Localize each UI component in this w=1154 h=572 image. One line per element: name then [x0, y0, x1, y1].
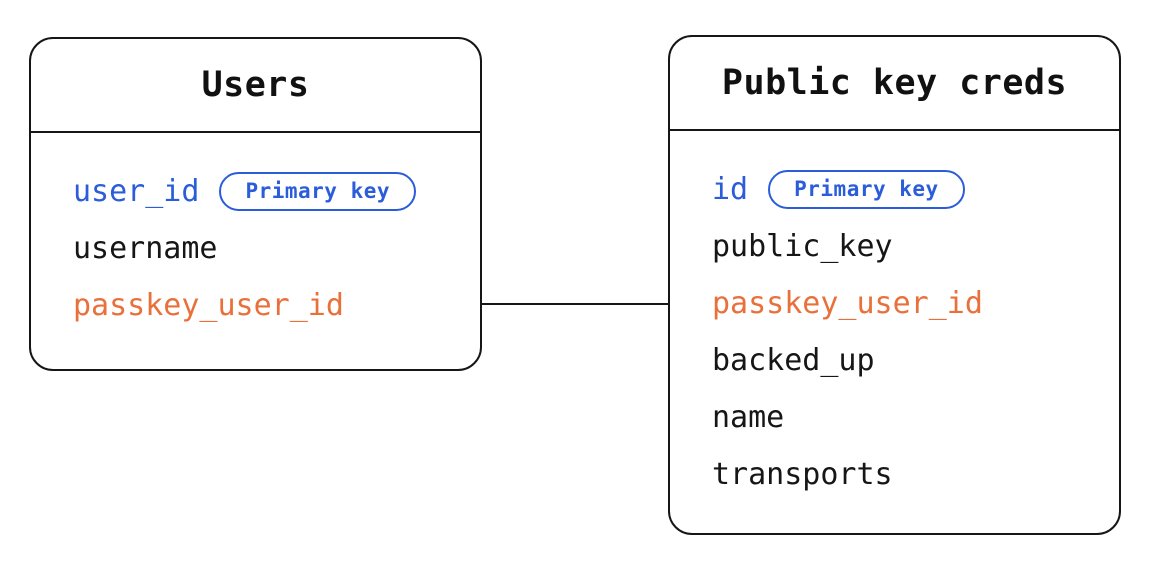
field-name: passkey_user_id [73, 288, 344, 323]
table-title-users: Users [31, 39, 480, 133]
field-row-passkey_user_id: passkey_user_id [73, 277, 470, 334]
field-row-backed_up: backed_up [712, 332, 1109, 389]
field-row-id: id Primary key [712, 161, 1109, 218]
field-name: public_key [712, 229, 893, 264]
field-row-passkey_user_id: passkey_user_id [712, 275, 1109, 332]
field-name: username [73, 231, 218, 266]
field-row-username: username [73, 220, 470, 277]
table-title-public-key-creds: Public key creds [670, 37, 1119, 131]
field-name: user_id [73, 174, 200, 209]
field-row-public_key: public_key [712, 218, 1109, 275]
table-public-key-creds: Public key creds id Primary key public_key… [668, 35, 1121, 535]
primary-key-badge: Primary key [768, 169, 965, 210]
field-name: name [712, 400, 785, 435]
field-row-user_id: user_id Primary key [73, 163, 470, 220]
field-name: id [712, 172, 749, 207]
field-name: passkey_user_id [712, 286, 983, 321]
primary-key-badge: Primary key [219, 171, 417, 212]
field-row-name: name [712, 389, 1109, 446]
field-name: transports [712, 457, 893, 492]
field-row-transports: transports [712, 446, 1109, 503]
relationship-line [480, 303, 670, 305]
field-name: backed_up [712, 343, 875, 378]
